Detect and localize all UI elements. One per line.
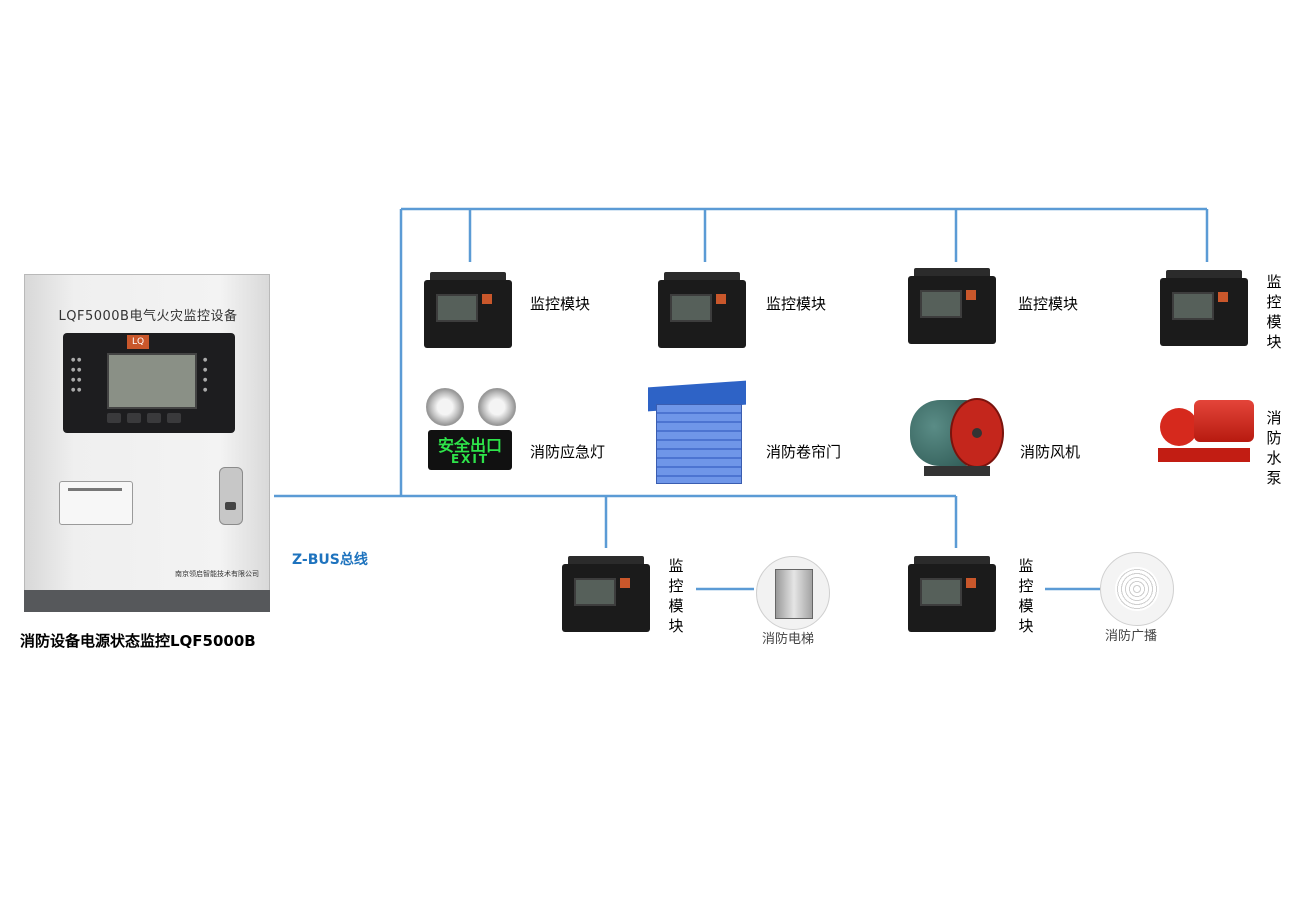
bus-label: Z-BUS总线 [292,552,368,568]
module-terminal [1166,270,1242,278]
main-device-caption: 消防设备电源状态监控LQF5000B [20,632,256,650]
module-body [658,280,746,348]
rolling-door-panel [656,404,742,484]
pump-motor [1194,400,1254,442]
broadcast-label: 消防广播 [1105,629,1158,644]
control-panel: LQ ● ●● ●● ●● ● ●●●● [63,333,235,433]
pump-volute [1160,408,1198,446]
module-terminal [568,556,644,564]
module-body [908,564,996,632]
key-right [127,413,141,423]
module-3-label: 监控模块 [1018,295,1079,313]
monitor-module-3 [908,268,996,344]
key-menu [147,413,161,423]
water-pump-label: 消防水泵 [1266,409,1282,487]
rolling-door-label: 消防卷帘门 [766,443,842,461]
emergency-light-label: 消防应急灯 [530,443,606,461]
module-1-label: 监控模块 [530,295,591,313]
speaker-grill [1115,567,1159,611]
monitor-module-1 [424,272,512,348]
module-screen [920,578,962,606]
status-leds-right: ●●●● [203,357,208,393]
module-screen [1172,292,1214,320]
elevator-label: 消防电梯 [762,632,815,647]
cabinet-logo: LQ [127,335,149,349]
module-logo-icon [966,290,976,300]
module-screen [574,578,616,606]
exit-sign-cn: 安全出口 [437,436,502,455]
module-terminal [914,268,990,276]
module-logo-icon [1218,292,1228,302]
lock-icon [225,502,236,510]
pump-base [1158,448,1250,462]
lcd-screen [107,353,197,409]
module-screen [920,290,962,318]
module-2-label: 监控模块 [766,295,827,313]
module-logo-icon [716,294,726,304]
monitor-module-4 [1160,270,1248,346]
emergency-lamp-left-icon [426,388,464,426]
module-terminal [914,556,990,564]
keypad [107,413,197,425]
monitor-module-5 [562,556,650,632]
fan-hub [972,428,982,438]
module-6-label: 监控模块 [1018,557,1034,635]
elevator-icon [756,556,830,630]
module-body [908,276,996,344]
module-screen [436,294,478,322]
main-cabinet: LQF5000B电气火灾监控设备 LQ ● ●● ●● ●● ● ●●●● 南京… [24,274,270,612]
printer [59,481,133,525]
module-terminal [430,272,506,280]
module-logo-icon [482,294,492,304]
emergency-lamp-right-icon [478,388,516,426]
cabinet-title: LQF5000B电气火灾监控设备 [58,309,238,324]
module-screen [670,294,712,322]
module-logo-icon [620,578,630,588]
exit-sign: 安全出口 EXIT [428,430,512,470]
elevator-car [775,569,813,619]
module-body [562,564,650,632]
rolling-door-icon [648,380,746,484]
module-logo-icon [966,578,976,588]
module-body [424,280,512,348]
smoke-fan-icon [910,398,1004,478]
company-name: 南京领启智能技术有限公司 [175,570,259,578]
monitor-module-2 [658,272,746,348]
status-leds-left: ● ●● ●● ●● ● [71,357,82,393]
broadcast-speaker-icon [1100,552,1174,626]
printer-slot [68,488,122,491]
fan-base [924,466,990,476]
module-5-label: 监控模块 [668,557,684,635]
water-pump-icon [1158,392,1254,464]
monitor-module-6 [908,556,996,632]
fan-face [950,398,1004,468]
cabinet-lock [219,467,243,525]
module-4-label: 监控模块 [1266,273,1282,351]
fan-label: 消防风机 [1020,443,1081,461]
module-body [1160,278,1248,346]
cabinet-base [24,590,270,612]
exit-sign-en: EXIT [450,452,490,466]
key-left [107,413,121,423]
key-return [167,413,181,423]
module-terminal [664,272,740,280]
